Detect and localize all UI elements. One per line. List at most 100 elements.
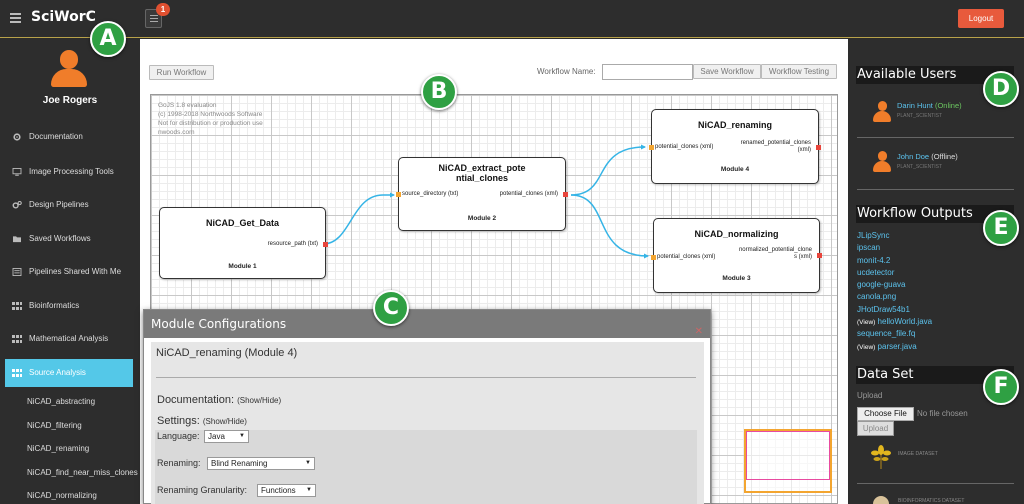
output-link[interactable]: (View) helloWorld.java: [857, 317, 933, 326]
output-link[interactable]: (View) parser.java: [857, 342, 917, 351]
sidebar-subitem-nicad-filtering[interactable]: NiCAD_filtering: [27, 421, 82, 430]
output-port-label: potential_clones (xml): [499, 191, 558, 197]
data-set-heading: Data Set: [856, 366, 1014, 384]
module-configurations-dialog: Module Configurations ✕ NiCAD_renaming (…: [143, 309, 711, 504]
grid-icon: [12, 335, 22, 343]
input-port[interactable]: [396, 192, 401, 197]
connection-wires: [322, 144, 649, 259]
sidebar-item-source-analysis[interactable]: Source Analysis: [5, 359, 133, 387]
module-3-node[interactable]: NiCAD_normalizing potential_clones (xml)…: [651, 218, 822, 293]
sidebar-item-design-pipelines[interactable]: Design Pipelines: [0, 192, 140, 218]
workflow-name-input[interactable]: [602, 64, 693, 80]
app-brand[interactable]: SciWorC: [31, 9, 96, 25]
save-workflow-button[interactable]: Save Workflow: [693, 64, 761, 79]
chevron-down-icon: ▼: [305, 460, 311, 466]
menu-icon[interactable]: [10, 13, 21, 23]
choose-file-button[interactable]: Choose File: [857, 407, 914, 421]
renaming-granularity-select[interactable]: Functions▼: [257, 484, 316, 497]
settings-toggle[interactable]: (Show/Hide): [202, 417, 247, 426]
user-john-doe[interactable]: John Doe (Offline): [897, 152, 958, 161]
workflow-outputs-heading: Workflow Outputs: [856, 205, 1014, 223]
input-port-label: potential_clones (xml): [655, 144, 714, 150]
sidebar-item-image-processing-tools[interactable]: Image Processing Tools: [0, 159, 140, 185]
gear-icon: [13, 133, 21, 141]
run-workflow-button[interactable]: Run Workflow: [149, 65, 214, 80]
output-port[interactable]: [816, 145, 821, 150]
sidebar-item-pipelines-shared[interactable]: Pipelines Shared With Me: [0, 259, 140, 285]
divider: [857, 483, 1014, 484]
logout-button[interactable]: Logout: [958, 9, 1004, 28]
sidebar-item-label: Pipelines Shared With Me: [29, 267, 122, 276]
list-icon: [150, 15, 158, 24]
sidebar: Joe Rogers Documentation Image Processin…: [0, 39, 140, 504]
output-port[interactable]: [817, 253, 822, 258]
marker-a: A: [90, 21, 126, 57]
output-link[interactable]: google-guava: [857, 280, 906, 289]
sidebar-item-label: Mathematical Analysis: [29, 334, 109, 343]
grid-icon: [12, 369, 22, 377]
user-avatar-icon: [873, 101, 891, 123]
sidebar-item-label: Design Pipelines: [29, 200, 89, 209]
sidebar-item-mathematical-analysis[interactable]: Mathematical Analysis: [0, 326, 140, 352]
module-4-node[interactable]: NiCAD_renaming potential_clones (xml) re…: [649, 109, 821, 184]
view-link[interactable]: (View): [857, 344, 876, 351]
sidebar-subitem-nicad-find-near-miss-clones[interactable]: NiCAD_find_near_miss_clones: [27, 468, 138, 477]
module-1-node[interactable]: NiCAD_Get_Data resource_path (txt) Modul…: [159, 207, 328, 279]
output-link[interactable]: ipscan: [857, 243, 881, 252]
no-file-chosen: No file chosen: [917, 409, 968, 418]
output-link[interactable]: sequence_file.fq: [857, 329, 916, 338]
input-port[interactable]: [649, 145, 654, 150]
sidebar-item-label: Bioinformatics: [29, 301, 80, 310]
module-title: NiCAD_renaming: [697, 120, 772, 130]
sidebar-item-saved-workflows[interactable]: Saved Workflows: [0, 226, 140, 252]
documentation-toggle[interactable]: (Show/Hide): [237, 396, 282, 405]
module-title: NiCAD_normalizing: [694, 229, 779, 239]
workflow-name-label: Workflow Name:: [537, 67, 596, 76]
sidebar-subitem-nicad-normalizing[interactable]: NiCAD_normalizing: [27, 491, 97, 500]
output-link[interactable]: JHotDraw54b1: [857, 305, 910, 314]
renaming-select[interactable]: Blind Renaming▼: [207, 457, 315, 470]
output-link[interactable]: monit-4.2: [857, 256, 891, 265]
sidebar-item-label: Image Processing Tools: [29, 167, 114, 176]
documentation-label: Documentation: (Show/Hide): [157, 394, 282, 406]
input-port[interactable]: [651, 255, 656, 260]
plant-icon: [871, 445, 891, 469]
monitor-icon: [12, 168, 22, 176]
bioinformatics-dataset-label[interactable]: BIOINFORMATICS DATASET: [898, 498, 965, 504]
output-link[interactable]: JLipSync: [857, 231, 890, 240]
module-title: NiCAD_extract_pote: [438, 163, 526, 173]
sidebar-subitem-nicad-abstracting[interactable]: NiCAD_abstracting: [27, 397, 96, 406]
renaming-granularity-label: Renaming Granularity:: [157, 485, 248, 495]
close-icon[interactable]: ✕: [694, 326, 703, 337]
sidebar-item-documentation[interactable]: Documentation: [0, 124, 140, 150]
language-select[interactable]: Java▼: [204, 430, 249, 443]
settings-label: Settings: (Show/Hide): [157, 415, 247, 427]
sidebar-item-bioinformatics[interactable]: Bioinformatics: [0, 293, 140, 319]
image-dataset-label[interactable]: IMAGE DATASET: [898, 451, 938, 457]
upload-button[interactable]: Upload: [857, 421, 894, 436]
module-2-node[interactable]: NiCAD_extract_pote ntial_clones source_d…: [396, 157, 568, 231]
sidebar-item-label: Source Analysis: [29, 368, 86, 377]
canvas-overview-minimap[interactable]: [744, 429, 832, 493]
output-port-label: normalized_potential_clone s (xml): [738, 247, 812, 260]
workflow-testing-button[interactable]: Workflow Testing: [761, 64, 837, 79]
output-link[interactable]: canola.png: [857, 292, 897, 301]
sidebar-item-label: Saved Workflows: [29, 234, 91, 243]
status-offline: (Offline): [931, 152, 958, 161]
output-port[interactable]: [563, 192, 568, 197]
dialog-title[interactable]: Module Configurations ✕: [144, 310, 710, 338]
divider: [857, 189, 1014, 190]
marker-b: B: [421, 74, 457, 110]
output-link[interactable]: ucdetector: [857, 268, 895, 277]
marker-d: D: [983, 71, 1019, 107]
divider: [156, 377, 696, 378]
renaming-label: Renaming:: [157, 458, 201, 468]
chevron-down-icon: ▼: [239, 433, 245, 439]
user-darin-hunt[interactable]: Darin Hunt (Online): [897, 101, 962, 110]
output-port[interactable]: [323, 242, 328, 247]
sidebar-subitem-nicad-renaming[interactable]: NiCAD_renaming: [27, 444, 90, 453]
overview-viewport[interactable]: [746, 431, 830, 480]
view-link[interactable]: (View): [857, 319, 876, 326]
shared-icon: [12, 268, 22, 276]
module-heading: NiCAD_renaming (Module 4): [156, 347, 298, 359]
